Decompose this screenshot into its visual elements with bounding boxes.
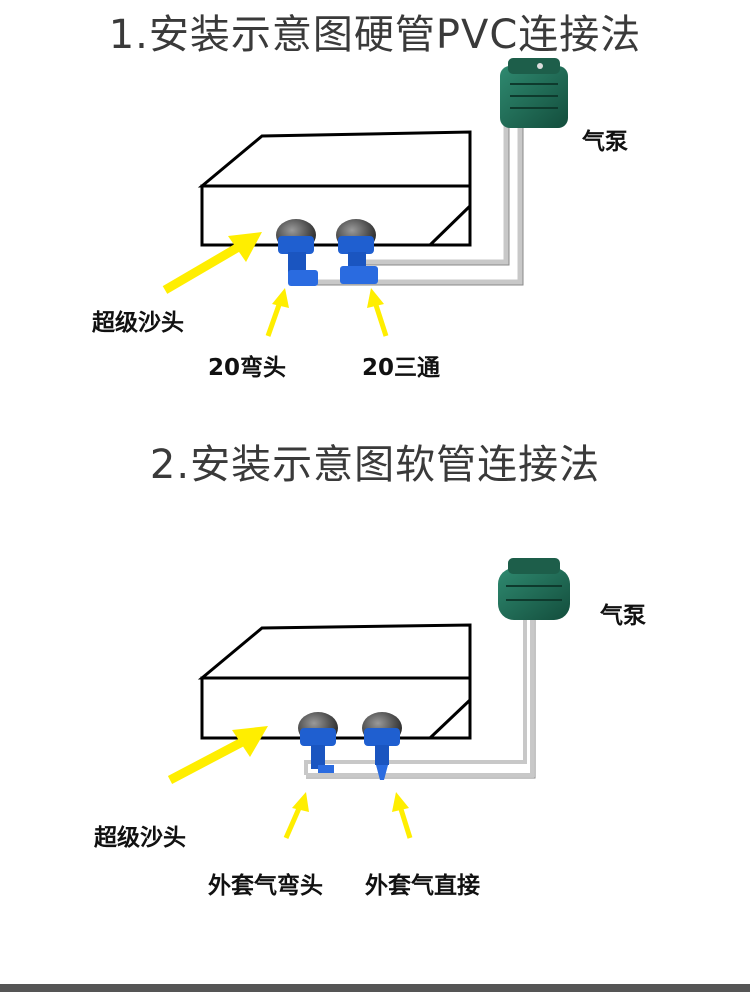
arrow-straight-2 [392,792,413,839]
diagram2-title: 2.安装示意图软管连接法 [149,442,601,488]
elbow-fitting-1 [276,219,318,286]
arrow-air-stone-2 [167,726,268,784]
pump-label-2: 气泵 [600,603,646,629]
arrow-elbow-1 [265,288,289,337]
arrow-air-stone-1 [162,232,262,294]
pump-label-1: 气泵 [582,129,628,155]
arrow-elbow-2 [283,792,309,840]
arrow-tee-1 [367,288,389,337]
diagram1-title: 1.安装示意图硬管PVC连接法 [108,12,642,58]
straight-label-2: 外套气直接 [365,873,480,899]
tank-1 [197,130,472,247]
bottom-divider [0,984,750,992]
tee-label-1: 20三通 [362,355,441,381]
air-stone-label-1: 超级沙头 [92,310,184,336]
tee-fitting-1 [336,219,378,284]
elbow-fitting-2 [298,712,338,773]
tank-2 [197,623,472,740]
straight-fitting-2 [362,712,402,780]
air-pump-1 [500,58,568,128]
air-stone-label-2: 超级沙头 [94,825,186,851]
elbow-label-1: 20弯头 [208,355,287,381]
elbow-label-2: 外套气弯头 [208,873,323,899]
air-pump-2 [498,558,570,620]
